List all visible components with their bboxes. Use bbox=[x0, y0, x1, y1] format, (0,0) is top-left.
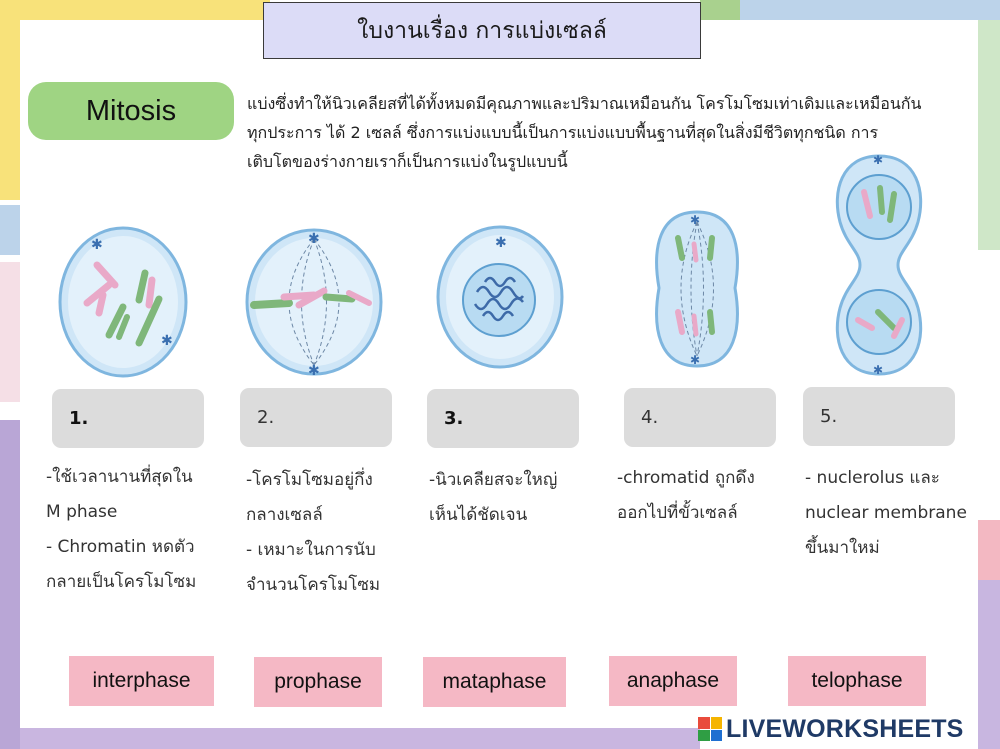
svg-text:✱: ✱ bbox=[308, 363, 320, 379]
bg-decoration bbox=[20, 728, 700, 749]
bg-decoration bbox=[0, 0, 270, 20]
svg-text:✱: ✱ bbox=[873, 363, 883, 377]
svg-text:✱: ✱ bbox=[873, 153, 883, 167]
stage-number: 1. bbox=[69, 408, 89, 429]
stage-number-box[interactable]: 5. bbox=[803, 387, 955, 446]
description-line: -นิวเคลียสจะใหญ่ bbox=[429, 470, 558, 490]
stage-description: -chromatid ถูกดึง ออกไปที่ขั้วเซลล์ bbox=[617, 461, 755, 531]
answer-tile-mataphase[interactable]: mataphase bbox=[423, 657, 566, 707]
description-line: -chromatid ถูกดึง bbox=[617, 468, 755, 488]
svg-text:✱: ✱ bbox=[495, 235, 507, 251]
intro-line: ทุกประการ ได้ 2 เซลล์ ซึ่งการแบ่งแบบนี้เ… bbox=[247, 123, 879, 142]
stage-number: 4. bbox=[641, 407, 659, 428]
stage-description: -โครโมโซมอยู่กึ่ง กลางเซลล์ - เหมาะในการ… bbox=[246, 463, 380, 603]
bg-decoration bbox=[0, 205, 20, 255]
svg-text:✱: ✱ bbox=[91, 237, 103, 253]
bg-decoration bbox=[978, 580, 1000, 749]
cell-illustration-2: ✱ ✱ bbox=[245, 228, 383, 379]
description-line: ขึ้นมาใหม่ bbox=[805, 538, 880, 558]
bg-decoration bbox=[700, 0, 740, 20]
svg-text:✱: ✱ bbox=[308, 231, 320, 247]
stage-description: -นิวเคลียสจะใหญ่ เห็นได้ชัดเจน bbox=[429, 463, 557, 533]
bg-decoration bbox=[0, 0, 20, 200]
answer-tile-anaphase[interactable]: anaphase bbox=[609, 656, 737, 706]
cell-illustration-1: ✱ ✱ bbox=[58, 226, 188, 378]
logo-text: LIVEWORKSHEETS bbox=[726, 714, 964, 743]
stage-description: -ใช้เวลานานที่สุดใน M phase - Chromatin … bbox=[46, 460, 196, 600]
description-line: - เหมาะในการนับ bbox=[246, 540, 376, 560]
bg-decoration bbox=[0, 420, 20, 749]
description-line: M phase bbox=[46, 502, 118, 522]
description-line: nuclear membrane bbox=[805, 503, 967, 523]
intro-line: เติบโตของร่างกายเราก็เป็นการแบ่งในรูปแบบ… bbox=[247, 152, 568, 171]
svg-text:✱: ✱ bbox=[690, 213, 700, 227]
liveworksheets-logo[interactable]: LIVEWORKSHEETS bbox=[698, 712, 964, 746]
answer-tile-prophase[interactable]: prophase bbox=[254, 657, 382, 707]
description-line: เห็นได้ชัดเจน bbox=[429, 505, 528, 525]
cell-illustration-3: ✱ bbox=[436, 225, 564, 369]
stage-number: 3. bbox=[444, 408, 464, 429]
cell-illustration-4: ✱ ✱ bbox=[655, 210, 739, 368]
bg-decoration bbox=[0, 262, 20, 402]
description-line: ออกไปที่ขั้วเซลล์ bbox=[617, 503, 738, 523]
description-line: -ใช้เวลานานที่สุดใน bbox=[46, 467, 193, 487]
bg-decoration bbox=[978, 20, 1000, 250]
logo-mark-icon bbox=[698, 717, 722, 741]
description-line: จำนวนโครโมโซม bbox=[246, 575, 381, 595]
description-line: - nuclerolus และ bbox=[805, 468, 940, 488]
svg-text:✱: ✱ bbox=[161, 333, 173, 349]
description-line: -โครโมโซมอยู่กึ่ง bbox=[246, 470, 373, 490]
intro-paragraph: แบ่งซึ่งทำให้นิวเคลียสที่ได้ทั้งหมดมีคุณ… bbox=[247, 89, 975, 176]
intro-line: แบ่งซึ่งทำให้นิวเคลียสที่ได้ทั้งหมดมีคุณ… bbox=[247, 94, 922, 113]
bg-decoration bbox=[740, 0, 1000, 20]
description-line: - Chromatin หดตัว bbox=[46, 537, 195, 557]
answer-tile-interphase[interactable]: interphase bbox=[69, 656, 214, 706]
bg-decoration bbox=[978, 520, 1000, 580]
stage-number-box[interactable]: 3. bbox=[427, 389, 579, 448]
stage-number: 5. bbox=[820, 406, 838, 427]
page-title: ใบงานเรื่อง การแบ่งเซลล์ bbox=[263, 2, 701, 59]
section-label: Mitosis bbox=[28, 82, 234, 140]
stage-number-box[interactable]: 4. bbox=[624, 388, 776, 447]
cell-illustration-5: ✱ ✱ bbox=[835, 153, 923, 377]
answer-tile-telophase[interactable]: telophase bbox=[788, 656, 926, 706]
stage-number-box[interactable]: 2. bbox=[240, 388, 392, 447]
description-line: กลางเซลล์ bbox=[246, 505, 323, 525]
stage-number: 2. bbox=[257, 407, 275, 428]
description-line: กลายเป็นโครโมโซม bbox=[46, 572, 197, 592]
svg-text:✱: ✱ bbox=[690, 353, 700, 367]
stage-number-box[interactable]: 1. bbox=[52, 389, 204, 448]
stage-description: - nuclerolus และ nuclear membrane ขึ้นมา… bbox=[805, 461, 967, 566]
